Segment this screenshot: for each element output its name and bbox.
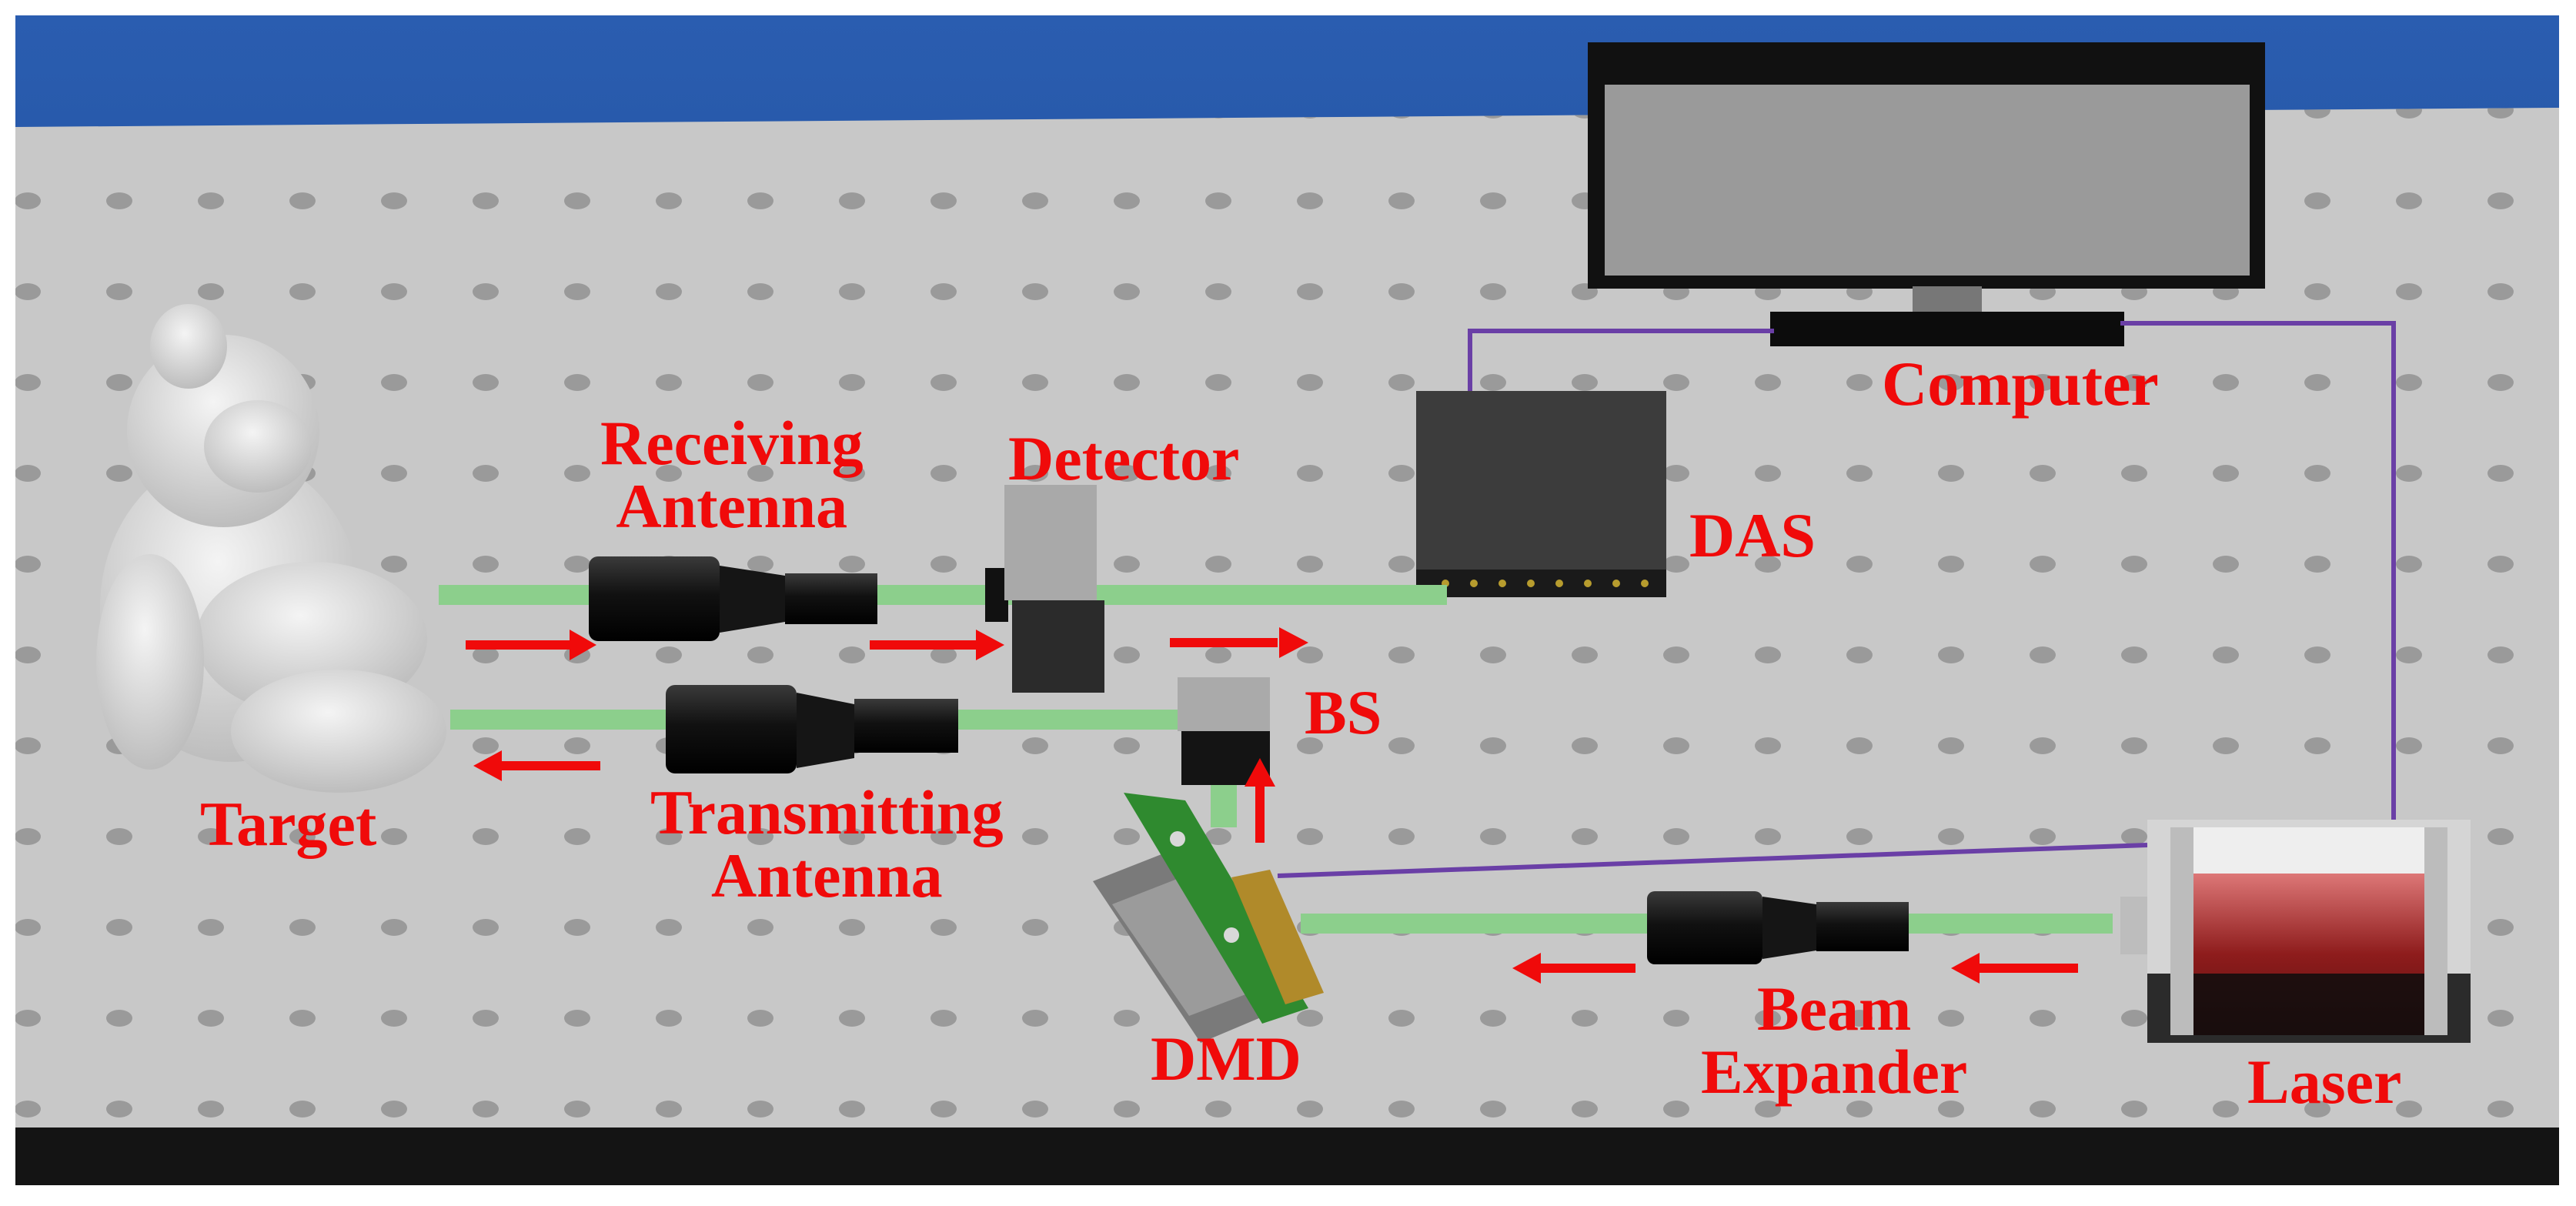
laser-source <box>2120 820 2471 1043</box>
table-hole-grid <box>15 108 2559 1154</box>
cable-computer-laser <box>2120 321 2396 831</box>
beam-splitter <box>1178 677 1270 785</box>
label-detector: Detector <box>1008 423 1240 493</box>
arrow-rx-to-detector <box>870 630 1004 660</box>
label-computer: Computer <box>1882 349 2159 419</box>
arrow-tx-to-target <box>473 750 600 781</box>
target-bear <box>96 304 446 793</box>
label-bs: BS <box>1305 677 1382 747</box>
direction-arrows <box>466 627 2078 984</box>
detector-unit <box>985 485 1104 693</box>
arrow-target-to-rx <box>466 630 596 660</box>
beam-expander <box>1647 891 1909 964</box>
arrow-expander-to-dmd <box>1512 953 1635 984</box>
arrow-detector-to-das <box>1170 627 1308 658</box>
cable-laser-dmd <box>1277 843 2148 878</box>
label-transmitting-antenna: Transmitting Antenna <box>650 777 1004 910</box>
label-target: Target <box>200 789 377 859</box>
arrow-dmd-to-bs <box>1245 758 1275 843</box>
table-front-edge <box>15 1127 2559 1185</box>
das-box <box>1416 391 1666 597</box>
transmitting-antenna <box>666 685 958 773</box>
label-laser: Laser <box>2247 1047 2402 1117</box>
cable-das-computer <box>1468 329 1774 393</box>
label-beam-expander: Beam Expander <box>1701 974 1968 1107</box>
computer-monitor <box>1588 42 2265 346</box>
arrow-laser-to-expander <box>1951 953 2078 984</box>
label-receiving-antenna: Receiving Antenna <box>600 408 864 541</box>
label-das: DAS <box>1689 500 1816 570</box>
label-dmd: DMD <box>1151 1024 1301 1094</box>
dmd-device <box>1093 793 1324 1043</box>
receiving-antenna <box>589 556 877 641</box>
